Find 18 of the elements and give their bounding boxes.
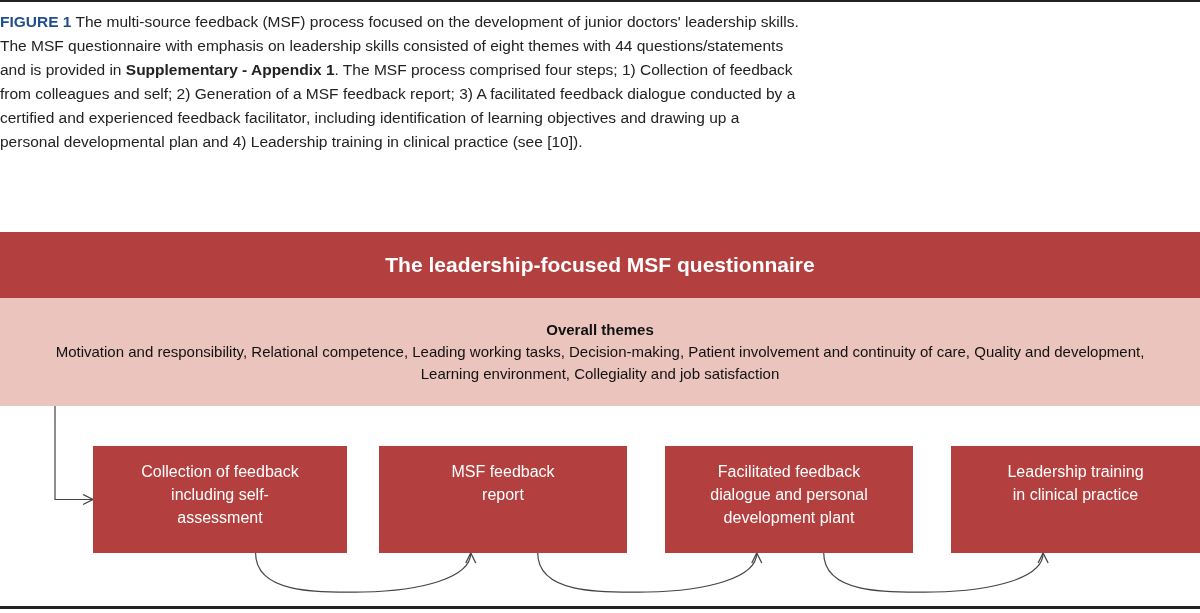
themes-heading: Overall themes <box>546 320 654 340</box>
step-label: Leadership training in clinical practice <box>1006 462 1145 505</box>
themes-list: Motivation and responsibility, Relational competence, Leading working tasks, Decision-making, Patient involvement and continuity of care, Quality and development, Learning environment, Collegiality and job satisfaction <box>25 341 1175 385</box>
header-title: The leadership-focused MSF questionnaire <box>385 252 815 279</box>
step-label: MSF feedback report <box>450 462 556 505</box>
step-label: Facilitated feedback dialogue and personal development plant <box>709 462 869 528</box>
arrow <box>254 552 475 593</box>
process-box <box>665 446 913 553</box>
process-box <box>951 446 1200 553</box>
arrow <box>823 552 1048 593</box>
process-box <box>379 446 627 553</box>
arrow <box>54 405 94 506</box>
themes-band <box>0 298 1200 406</box>
arrow <box>537 552 761 593</box>
process-box <box>93 446 347 553</box>
figure-caption: FIGURE 1 The multi-source feedback (MSF) process focused on the development of junior doctors' leadership skills. The MSF questionnaire with emphasis on leadership skills consisted of eight themes with 44 questions/statements and is provided in Supplementary - Appendix 1. The MSF process comprised four steps; 1) Collection of feedback from colleagues and self; 2) Generation of a MSF feedback report; 3) A facilitated feedback dialogue conducted by a certified and experienced feedback facilitator, including identification of learning objectives and drawing up a personal developmental plan and 4) Leadership training in clinical practice (see [10]). <box>0 12 800 152</box>
header-band <box>0 232 1200 298</box>
step-label: Collection of feedback including self-assessment <box>140 462 300 528</box>
